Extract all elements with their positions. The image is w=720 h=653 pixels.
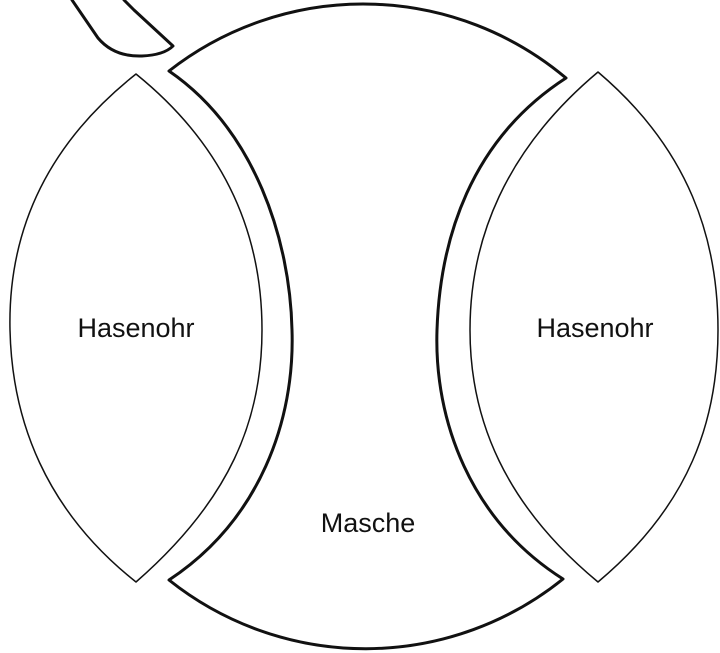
right-ear-label: Hasenohr [536, 313, 653, 343]
bow-center-piece [169, 4, 566, 649]
center-label: Masche [321, 508, 416, 538]
left-ear-label: Hasenohr [77, 313, 194, 343]
knife-blade [72, 0, 173, 56]
